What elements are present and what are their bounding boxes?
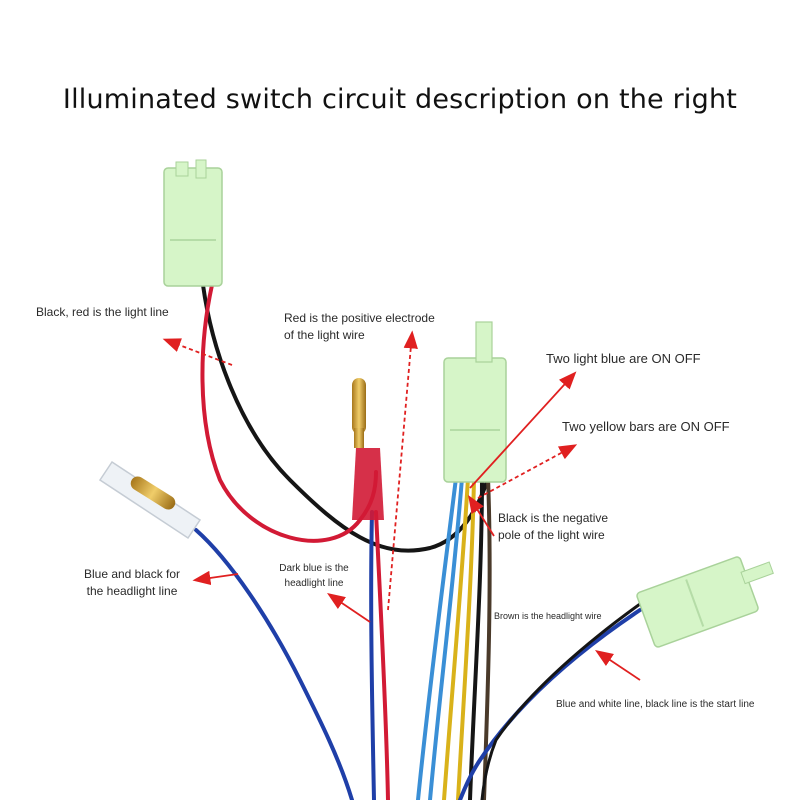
label-dark-blue-line2: headlight line xyxy=(284,577,344,589)
red-wire-down xyxy=(374,510,390,800)
label-blue-black-line1: Blue and black for xyxy=(83,567,181,581)
arrow-black-red-light xyxy=(162,338,233,366)
left-connector xyxy=(163,159,223,287)
diagram-title: Illuminated switch circuit description o… xyxy=(62,84,738,115)
label-dark-blue: Dark blue is the headlight line xyxy=(268,562,360,591)
label-red-positive-line1: Red is the positive electrode xyxy=(284,311,435,325)
label-dark-blue-line1: Dark blue is the xyxy=(279,563,349,574)
label-black-negative-line1: Black is the negative xyxy=(498,511,609,525)
right-black-wire xyxy=(480,602,642,800)
arrow-black-negative xyxy=(468,494,495,537)
wires xyxy=(194,283,642,800)
label-black-negative: Black is the negative pole of the light … xyxy=(498,510,608,545)
label-blue-black: Blue and black for the headlight line xyxy=(72,566,192,601)
arrow-blue-black xyxy=(192,570,239,586)
label-start-line: Blue and white line, black line is the s… xyxy=(556,699,755,710)
right-connector xyxy=(636,556,774,648)
annotation-arrows xyxy=(162,330,641,681)
label-blue-black-line2: the headlight line xyxy=(86,584,178,599)
left-bullet-connector xyxy=(98,460,202,540)
label-red-positive: Red is the positive electrode of the lig… xyxy=(284,310,435,345)
brown-wire xyxy=(482,476,492,800)
middle-connector xyxy=(443,321,507,483)
arrow-start-line xyxy=(595,650,641,681)
label-black-red-light: Black, red is the light line xyxy=(36,305,169,319)
label-two-light-blue: Two light blue are ON OFF xyxy=(546,351,701,366)
yellow-wire-2 xyxy=(456,476,476,800)
arrow-dark-blue xyxy=(327,592,371,623)
label-two-yellow: Two yellow bars are ON OFF xyxy=(562,419,730,434)
light-blue-wire-1 xyxy=(416,476,458,800)
label-black-negative-line2: pole of the light wire xyxy=(498,528,605,543)
label-red-positive-line2: of the light wire xyxy=(284,328,365,343)
label-brown-headlight: Brown is the headlight wire xyxy=(494,611,602,621)
dark-blue-wire xyxy=(369,510,376,800)
arrow-red-positive xyxy=(387,330,418,611)
light-blue-wire-2 xyxy=(428,476,464,800)
yellow-wire-1 xyxy=(442,476,470,800)
blue-wire-left xyxy=(194,528,354,800)
bullet-connector xyxy=(352,378,384,520)
arrow-two-light-blue xyxy=(469,371,577,489)
